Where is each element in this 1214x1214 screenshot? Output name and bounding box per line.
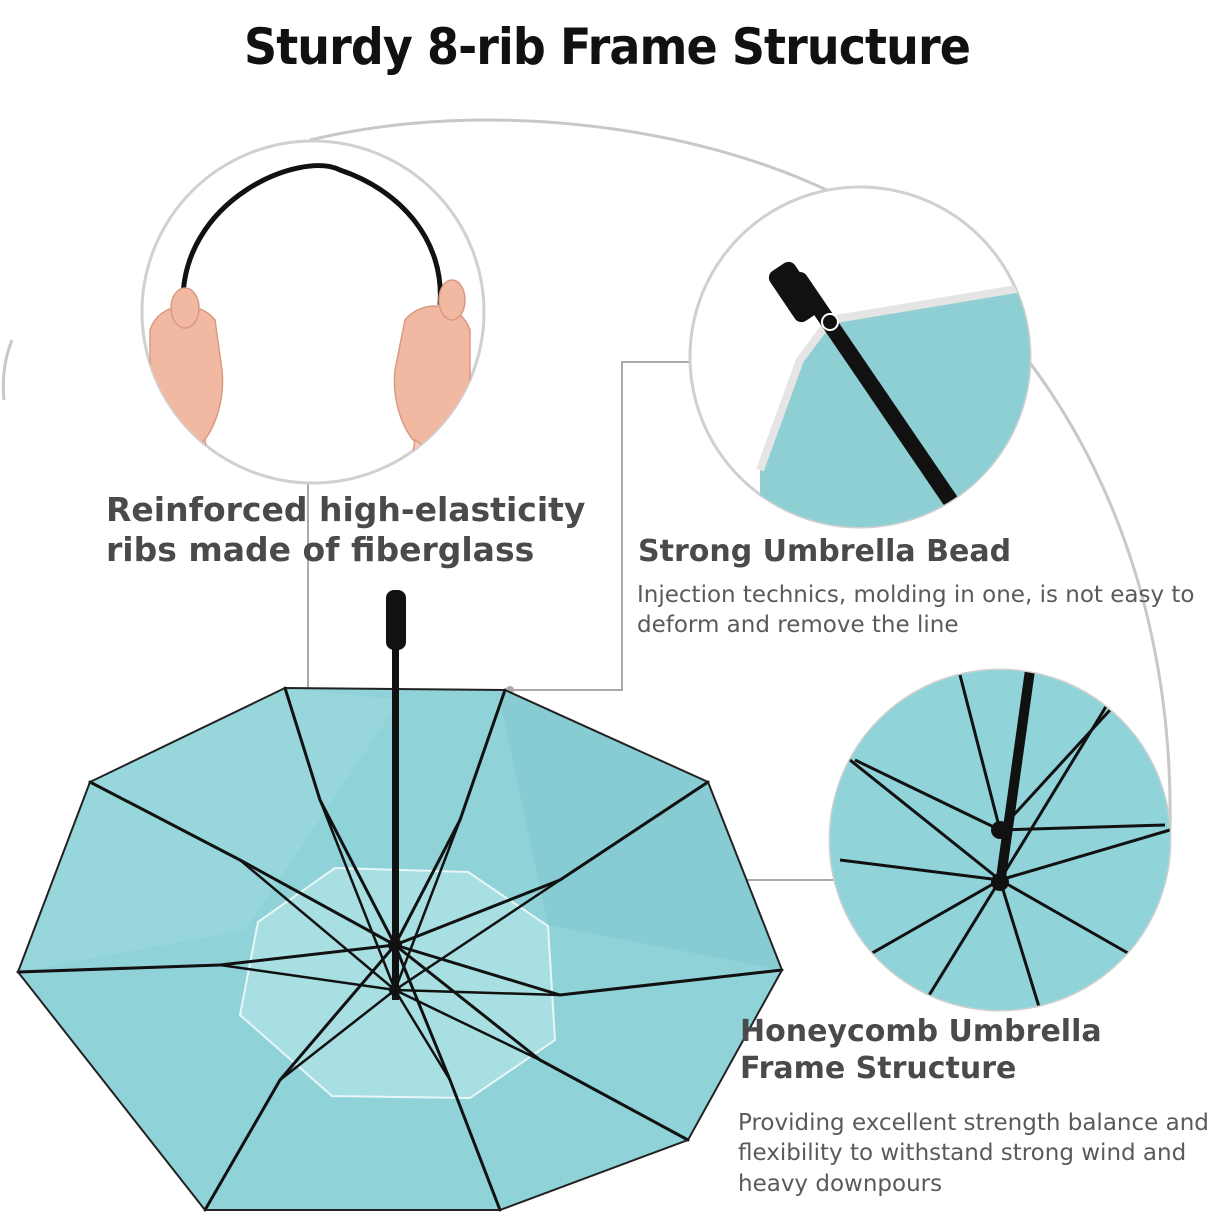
page-title: Sturdy 8-rib Frame Structure bbox=[243, 18, 971, 76]
feature-description-honeycomb-frame: Providing excellent strength balance and… bbox=[738, 1110, 1209, 1197]
detail-circle-flexible-rib bbox=[140, 139, 486, 485]
connector-arc-left bbox=[1, 339, 14, 401]
umbrella-handle bbox=[386, 590, 406, 650]
feature-description-umbrella-bead: Injection technics, molding in one, is n… bbox=[637, 582, 1195, 639]
detail-circle-frame bbox=[828, 668, 1172, 1012]
umbrella-main bbox=[16, 590, 784, 1212]
feature-heading-umbrella-bead: Strong Umbrella Bead bbox=[638, 534, 1012, 569]
detail-circle-bead bbox=[688, 185, 1032, 529]
feature-heading-fiberglass-ribs: Reinforced high-elasticity ribs made of … bbox=[106, 490, 586, 570]
umbrella-shaft bbox=[392, 640, 399, 1000]
feature-heading-honeycomb-frame: Honeycomb Umbrella Frame Structure bbox=[740, 1014, 1102, 1086]
umbrella-stretchers bbox=[219, 799, 561, 1081]
